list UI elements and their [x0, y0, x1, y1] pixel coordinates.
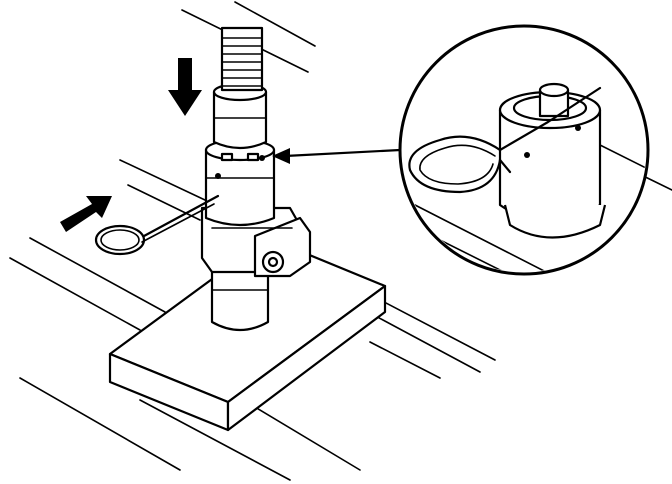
detail-view-circle — [398, 24, 650, 276]
shaft-collar — [204, 138, 276, 227]
leader-arrow — [272, 148, 402, 164]
ribbed-hose — [220, 26, 264, 92]
shaft-upper-sleeve — [212, 82, 268, 150]
pull-pin-arrow — [60, 196, 112, 232]
retaining-pin-ring — [94, 194, 220, 256]
push-down-arrow — [168, 58, 202, 116]
